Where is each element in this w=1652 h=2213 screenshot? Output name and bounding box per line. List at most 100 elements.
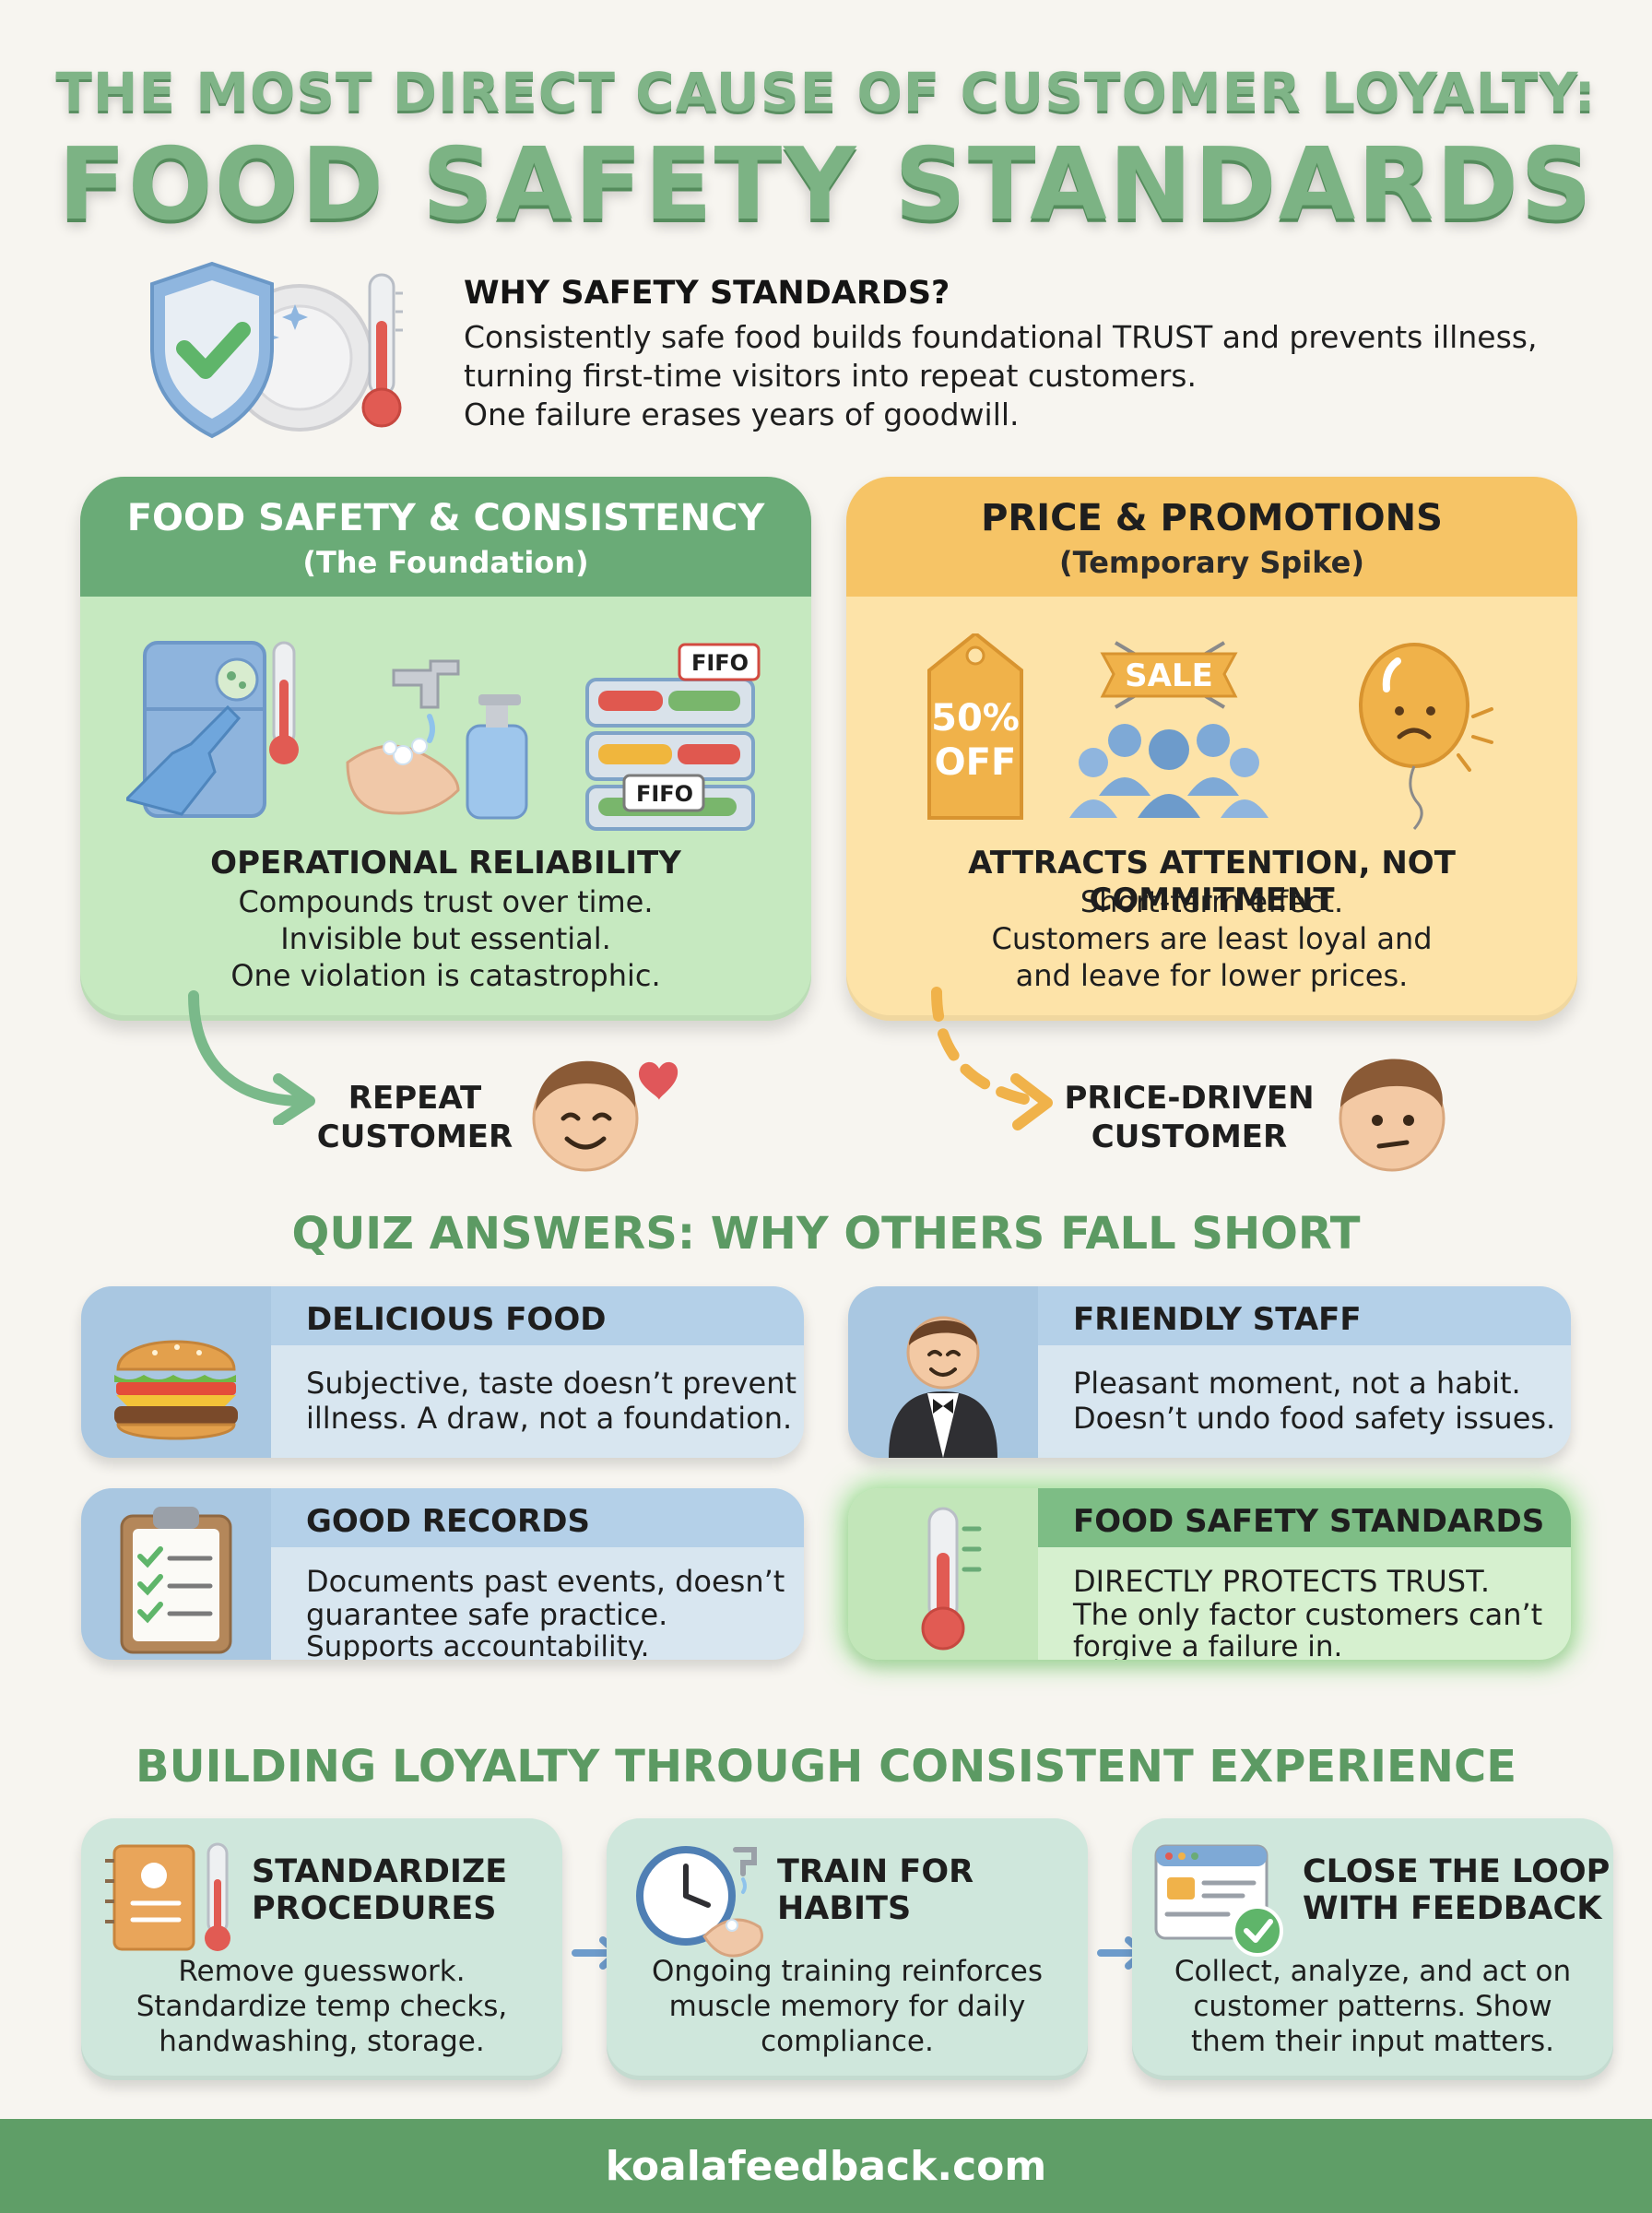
step-line: customer patterns. Show bbox=[1193, 1990, 1552, 2023]
step-train-for-habits: TRAIN FOR HABITS Ongoing training reinfo… bbox=[607, 1818, 1088, 2080]
repeat-customer-label: REPEAT CUSTOMER bbox=[304, 1079, 525, 1156]
step-close-the-loop: CLOSE THE LOOP WITH FEEDBACK Collect, an… bbox=[1132, 1818, 1613, 2080]
sale-sign-text: SALE bbox=[1125, 657, 1213, 694]
food-safety-body-line-3: One violation is catastrophic. bbox=[230, 958, 661, 993]
quiz-card-line: illness. A draw, not a foundation. bbox=[306, 1401, 793, 1436]
fifo-containers-icon bbox=[585, 643, 761, 831]
feedback-window-check-icon bbox=[1154, 1844, 1283, 1957]
step-line: muscle memory for daily bbox=[668, 1990, 1026, 2023]
footer-bar: koalafeedback.com bbox=[0, 2119, 1652, 2213]
step-heading-line: PROCEDURES bbox=[252, 1890, 497, 1927]
step-line: Standardize temp checks, bbox=[136, 1990, 508, 2023]
quiz-card-food-safety-standards: FOOD SAFETY STANDARDS DIRECTLY PROTECTS … bbox=[848, 1488, 1571, 1660]
waiter-icon bbox=[889, 1316, 997, 1458]
food-safety-panel: FOOD SAFETY & CONSISTENCY (The Foundatio… bbox=[80, 477, 811, 1021]
why-line-3: One failure erases years of goodwill. bbox=[464, 396, 1020, 432]
why-line-1: Consistently safe food builds foundation… bbox=[464, 319, 1538, 355]
why-illustration bbox=[134, 256, 429, 441]
price-panel-header: PRICE & PROMOTIONS (Temporary Spike) bbox=[846, 477, 1577, 597]
thermometer-icon bbox=[921, 1507, 982, 1651]
food-safety-panel-header: FOOD SAFETY & CONSISTENCY (The Foundatio… bbox=[80, 477, 811, 597]
quiz-card-line: Doesn’t undo food safety issues. bbox=[1073, 1401, 1556, 1436]
step-standardize-procedures: STANDARDIZE PROCEDURES Remove guesswork.… bbox=[81, 1818, 562, 2080]
discount-tag-icon bbox=[927, 631, 1023, 820]
fifo-label-top: FIFO bbox=[690, 650, 749, 676]
price-driven-line-1: PRICE-DRIVEN bbox=[1064, 1080, 1315, 1117]
recipe-book-thermometer-icon bbox=[105, 1842, 230, 1951]
fridge-temp-check-icon bbox=[124, 641, 299, 818]
quiz-card-line: Supports accountability. bbox=[306, 1630, 650, 1660]
building-loyalty-title: BUILDING LOYALTY THROUGH CONSISTENT EXPE… bbox=[136, 1741, 1516, 1793]
quiz-card-heading: FOOD SAFETY STANDARDS bbox=[1073, 1503, 1545, 1540]
clipboard-checklist-icon bbox=[120, 1507, 232, 1654]
step-heading: CLOSE THE LOOP WITH FEEDBACK bbox=[1303, 1853, 1610, 1927]
quiz-card-line: Documents past events, doesn’t bbox=[306, 1564, 785, 1599]
food-safety-body-line-2: Invisible but essential. bbox=[280, 921, 611, 956]
quiz-card-icon-area bbox=[81, 1286, 271, 1458]
quiz-card-friendly-staff: FRIENDLY STAFF Pleasant moment, not a ha… bbox=[848, 1286, 1571, 1458]
quiz-card-line: guarantee safe practice. bbox=[306, 1597, 668, 1632]
price-driven-customer-label: PRICE-DRIVEN CUSTOMER bbox=[1060, 1079, 1318, 1156]
price-driven-line-2: CUSTOMER bbox=[1091, 1118, 1288, 1155]
price-promotions-panel: PRICE & PROMOTIONS (Temporary Spike) bbox=[846, 477, 1577, 1021]
quiz-card-line: DIRECTLY PROTECTS TRUST. bbox=[1073, 1564, 1491, 1599]
food-safety-icons: FIFO FIFO bbox=[124, 633, 772, 836]
discount-tag-text-1: 50% bbox=[931, 697, 1020, 740]
discount-tag-text-2: OFF bbox=[934, 741, 1017, 784]
price-driven-arrow bbox=[922, 987, 1069, 1134]
step-line: compliance. bbox=[761, 2025, 934, 2058]
step-heading-line: CLOSE THE LOOP bbox=[1303, 1853, 1611, 1890]
quiz-card-icon-area bbox=[81, 1488, 271, 1660]
neutral-customer-icon bbox=[1328, 1047, 1457, 1176]
shield-check-icon bbox=[150, 261, 274, 439]
food-safety-panel-title: FOOD SAFETY & CONSISTENCY bbox=[126, 497, 765, 539]
quiz-card-good-records: GOOD RECORDS Documents past events, does… bbox=[81, 1488, 804, 1660]
price-panel-title: PRICE & PROMOTIONS bbox=[981, 497, 1443, 539]
deflated-balloon-icon bbox=[1359, 643, 1493, 830]
repeat-arrow bbox=[175, 987, 323, 1127]
fifo-label-bottom: FIFO bbox=[635, 781, 694, 807]
price-icons: 50% OFF SALE bbox=[902, 631, 1538, 836]
price-body-line-2: Customers are least loyal and bbox=[991, 921, 1433, 956]
clock-handwash-icon bbox=[636, 1846, 763, 1958]
price-body-line-3: and leave for lower prices. bbox=[1015, 958, 1409, 993]
food-safety-panel-subtitle: (The Foundation) bbox=[302, 545, 589, 580]
step-heading-line: STANDARDIZE bbox=[252, 1853, 508, 1890]
step-heading-line: WITH FEEDBACK bbox=[1303, 1890, 1602, 1927]
step-heading: TRAIN FOR HABITS bbox=[777, 1853, 974, 1927]
quiz-card-icon-area bbox=[848, 1286, 1038, 1458]
price-body-line-1: Short-term effect. bbox=[1080, 884, 1344, 919]
step-heading: STANDARDIZE PROCEDURES bbox=[252, 1853, 507, 1927]
price-panel-subtitle: (Temporary Spike) bbox=[1059, 545, 1364, 580]
title-line-1: THE MOST DIRECT CAUSE OF CUSTOMER LOYALT… bbox=[55, 61, 1597, 124]
step-line: handwashing, storage. bbox=[159, 2025, 485, 2058]
food-safety-body-heading: OPERATIONAL RELIABILITY bbox=[210, 845, 681, 882]
step-line: them their input matters. bbox=[1191, 2025, 1554, 2058]
thermometer-icon bbox=[361, 273, 403, 428]
step-line: Remove guesswork. bbox=[178, 1955, 466, 1988]
step-heading-line: TRAIN FOR bbox=[777, 1853, 974, 1890]
why-heading: WHY SAFETY STANDARDS? bbox=[464, 275, 950, 312]
title-line-2: FOOD SAFETY STANDARDS bbox=[58, 127, 1594, 243]
quiz-card-line: Pleasant moment, not a habit. bbox=[1073, 1366, 1521, 1401]
happy-customer-icon bbox=[521, 1047, 687, 1176]
price-body-heading: ATTRACTS ATTENTION, NOT COMMITMENT bbox=[968, 845, 1456, 918]
food-safety-body-line-1: Compounds trust over time. bbox=[238, 884, 654, 919]
quiz-card-heading: GOOD RECORDS bbox=[306, 1503, 590, 1540]
handwashing-icon bbox=[346, 659, 528, 820]
step-heading-line: HABITS bbox=[777, 1890, 912, 1927]
quiz-card-icon-area bbox=[848, 1488, 1038, 1660]
burger-icon bbox=[114, 1340, 238, 1440]
quiz-title: QUIZ ANSWERS: WHY OTHERS FALL SHORT bbox=[291, 1208, 1361, 1260]
quiz-card-heading: DELICIOUS FOOD bbox=[306, 1301, 607, 1338]
quiz-card-line: Subjective, taste doesn’t prevent bbox=[306, 1366, 797, 1401]
sale-crowd-icon bbox=[1069, 641, 1268, 818]
step-line: Ongoing training reinforces bbox=[651, 1955, 1044, 1988]
footer-link[interactable]: koalafeedback.com bbox=[605, 2143, 1047, 2190]
quiz-card-line: forgive a failure in. bbox=[1073, 1630, 1343, 1660]
quiz-card-delicious-food: DELICIOUS FOOD Subjective, taste doesn’t… bbox=[81, 1286, 804, 1458]
repeat-customer-line-1: REPEAT bbox=[348, 1080, 482, 1117]
why-line-2: turning first-time visitors into repeat … bbox=[464, 358, 1197, 394]
repeat-customer-line-2: CUSTOMER bbox=[316, 1118, 513, 1155]
quiz-card-heading: FRIENDLY STAFF bbox=[1073, 1301, 1362, 1338]
